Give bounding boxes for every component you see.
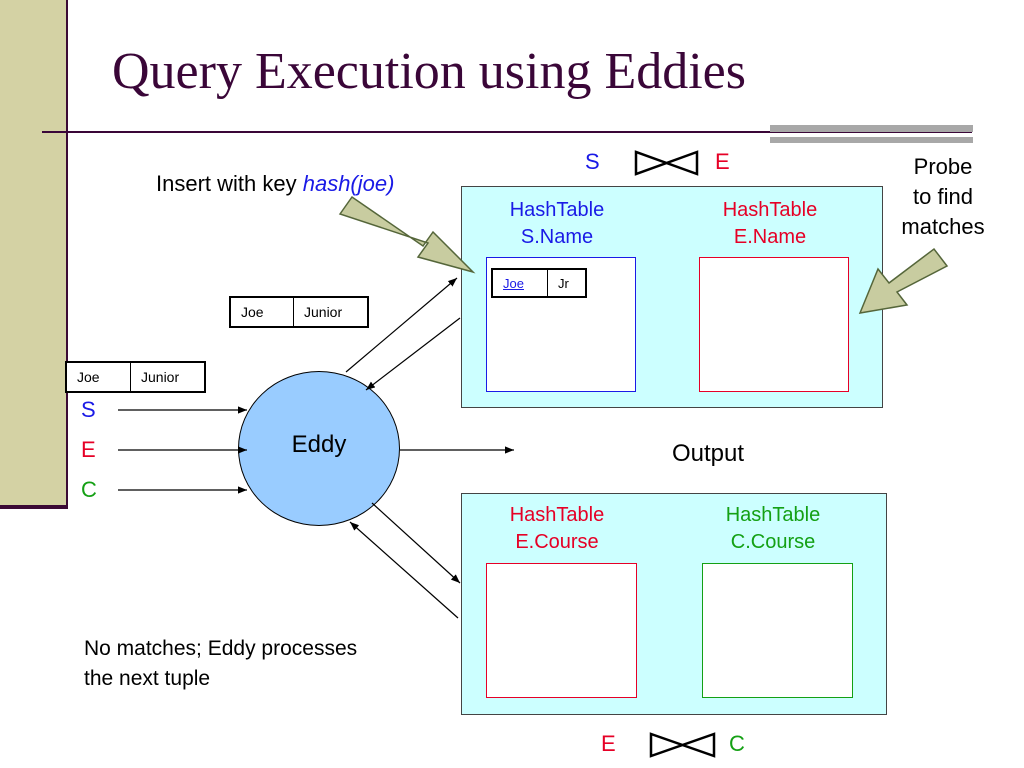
insert-key: hash(joe): [302, 171, 395, 196]
tuple-value: Junior: [293, 298, 367, 326]
probe-label-line: matches: [901, 214, 985, 239]
hashtable-e-name: [699, 257, 849, 392]
input-e-label: E: [81, 437, 96, 462]
eddy-to-top-arrow: [345, 277, 458, 373]
join-bottom-right-label: C: [729, 731, 745, 756]
insert-label-prefix: Insert with key: [156, 171, 303, 196]
bottom-to-eddy-arrow: [349, 521, 459, 619]
hashtable-label-line: HashTable: [722, 199, 818, 221]
tuple-joe-junior: Joe Junior: [65, 361, 206, 393]
note-line: the next tuple: [84, 667, 211, 690]
join-top-icon: [634, 150, 699, 176]
input-c-label: C: [81, 477, 97, 502]
eddy-operator: Eddy: [238, 371, 400, 526]
accent-bar: [770, 137, 973, 143]
top-to-eddy-arrow: [365, 317, 461, 391]
tuple-value: Junior: [130, 363, 204, 391]
hashtable-e-course: [486, 563, 637, 698]
hashtable-label-line: HashTable: [725, 504, 821, 526]
output-label: Output: [672, 440, 745, 467]
hashtable-e-course-label: HashTable E.Course: [492, 502, 622, 556]
probe-label-line: to find: [913, 184, 973, 209]
join-top-right-label: E: [715, 149, 730, 174]
join-bottom-left-label: E: [601, 731, 616, 756]
hashtable-s-name-label: HashTable S.Name: [492, 197, 622, 251]
eddy-label: Eddy: [291, 430, 347, 458]
tuple-name: Joe: [77, 369, 100, 385]
stored-tuple: Joe Jr: [491, 268, 587, 298]
side-bar: [0, 0, 68, 509]
join-top-left-label: S: [585, 149, 600, 174]
hashtable-label-line: HashTable: [509, 504, 605, 526]
stored-tuple-value: Jr: [547, 270, 585, 296]
hashtable-label-line: E.Name: [733, 226, 807, 248]
join-bottom-icon: [649, 732, 716, 758]
hashtable-label-line: S.Name: [520, 226, 594, 248]
tuple-name: Joe: [241, 304, 264, 320]
insert-block-arrow: [338, 195, 476, 274]
insert-label: Insert with key hash(joe): [156, 170, 394, 198]
input-s-label: S: [81, 397, 96, 422]
hashtable-label-line: C.Course: [730, 531, 816, 553]
note-text: No matches; Eddy processes the next tupl…: [84, 634, 357, 694]
note-line: No matches; Eddy processes: [84, 637, 358, 660]
probe-label: Probe to find matches: [888, 152, 998, 242]
probe-block-arrow: [858, 247, 949, 314]
hashtable-c-course: [702, 563, 853, 698]
hashtable-label-line: E.Course: [515, 531, 599, 553]
stored-tuple-name: Joe: [503, 275, 524, 291]
slide-title: Query Execution using Eddies: [112, 43, 746, 100]
accent-bar: [770, 125, 973, 132]
hashtable-e-name-label: HashTable E.Name: [705, 197, 835, 251]
title-rule: [42, 131, 972, 133]
probe-label-line: Probe: [913, 154, 973, 179]
tuple-joe-junior: Joe Junior: [229, 296, 369, 328]
hashtable-c-course-label: HashTable C.Course: [708, 502, 838, 556]
hashtable-label-line: HashTable: [509, 199, 605, 221]
eddy-to-bottom-arrow: [371, 502, 461, 584]
